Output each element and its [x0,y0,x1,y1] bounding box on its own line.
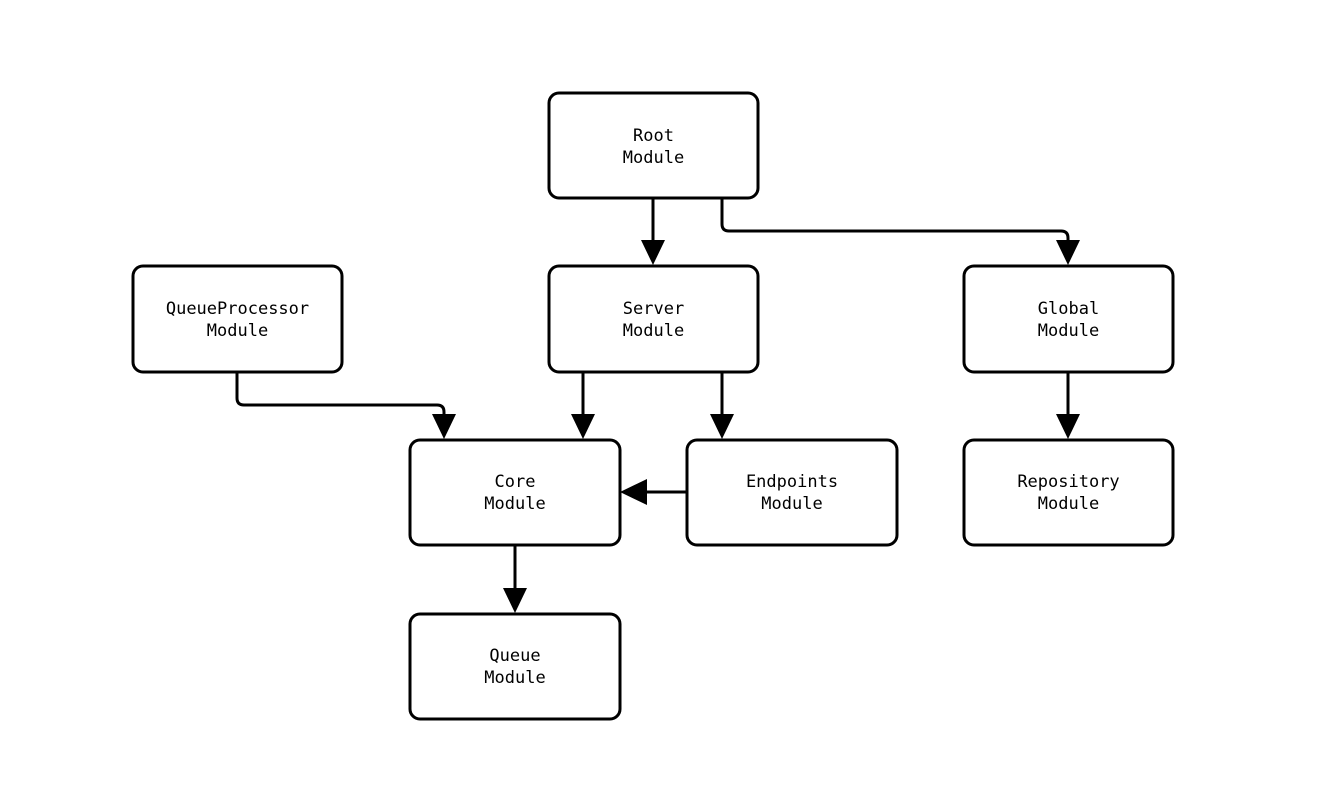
edge-core-to-queue [503,545,527,613]
queueprocessor-module-box[interactable] [131,264,344,374]
root-module-node[interactable]: Root Module [547,91,760,200]
repository-module-node[interactable]: Repository Module [962,438,1175,547]
edge-endpoints-to-core [620,479,687,505]
edges-layer [235,198,1080,613]
global-module-box[interactable] [962,264,1175,374]
repository-module-label-line2: Module [1038,494,1099,514]
endpoints-module-node[interactable]: Endpoints Module [685,438,899,547]
edge-server-to-endpoints [710,372,734,439]
queue-module-box[interactable] [408,612,622,721]
repository-module-box[interactable] [962,438,1175,547]
endpoints-module-box[interactable] [685,438,899,547]
root-module-box[interactable] [547,91,760,200]
global-module-label-line1: Global [1038,299,1099,319]
endpoints-module-label-line1: Endpoints [746,472,838,492]
global-module-label-line2: Module [1038,321,1099,341]
edge-queueprocessor-to-core [235,372,456,439]
global-module-node[interactable]: Global Module [962,264,1175,374]
endpoints-module-label-line2: Module [761,494,822,514]
edge-server-to-core [571,372,595,439]
edge-global-to-repository [1056,372,1080,439]
server-module-label-line1: Server [623,299,684,319]
core-module-box[interactable] [408,438,622,547]
core-module-label-line1: Core [495,472,536,492]
queueprocessor-module-label-line1: QueueProcessor [166,299,309,319]
queue-module-label-line2: Module [484,668,545,688]
nodes-layer: Root Module QueueProcessor Module Server… [131,91,1175,721]
core-module-node[interactable]: Core Module [408,438,622,547]
server-module-label-line2: Module [623,321,684,341]
queueprocessor-module-label-line2: Module [207,321,268,341]
queue-module-node[interactable]: Queue Module [408,612,622,721]
repository-module-label-line1: Repository [1017,472,1119,492]
edge-root-to-server [641,198,665,265]
root-module-label-line2: Module [623,148,684,168]
queue-module-label-line1: Queue [489,646,540,666]
queueprocessor-module-node[interactable]: QueueProcessor Module [131,264,344,374]
edge-root-to-global [720,198,1080,265]
server-module-box[interactable] [547,264,760,374]
server-module-node[interactable]: Server Module [547,264,760,374]
core-module-label-line2: Module [484,494,545,514]
root-module-label-line1: Root [633,126,674,146]
